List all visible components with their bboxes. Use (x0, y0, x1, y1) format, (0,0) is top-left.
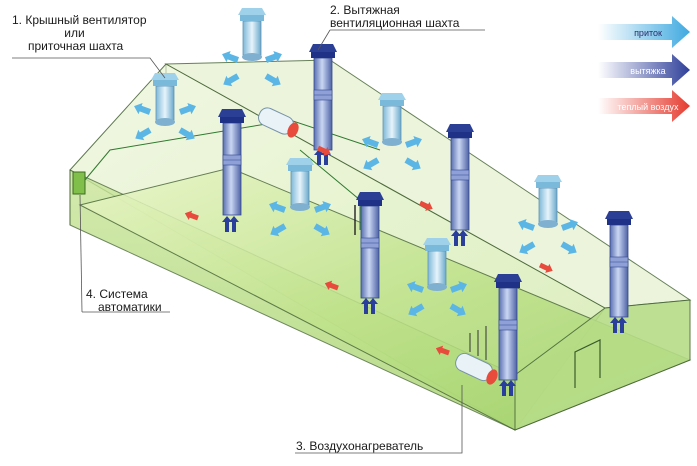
label-exhaust-line1: 2. Вытяжная (330, 3, 400, 17)
label-automation-line2: автоматики (98, 300, 162, 314)
label-heater: 3. Воздухонагреватель (296, 439, 424, 453)
label-roof-fan-line1: 1. Крышный вентилятор (12, 13, 147, 27)
label-roof-fan-line3: приточная шахта (28, 39, 124, 53)
leader-lines (12, 29, 485, 454)
legend-item-warm-air: теплый воздух (598, 90, 690, 122)
label-roof-fan: 1. Крышный вентилятор или приточная шахт… (12, 14, 147, 53)
label-automation: 4. Система автоматики (86, 288, 162, 314)
air-heater-1 (258, 107, 299, 138)
label-automation-line1: 4. Система (86, 287, 148, 301)
label-exhaust-shaft: 2. Вытяжная вентиляционная шахта (330, 4, 459, 30)
label-roof-fan-line2: или (64, 26, 85, 40)
legend-label-supply: приток (634, 28, 662, 38)
label-exhaust-line2: вентиляционная шахта (330, 16, 460, 30)
automation-box (72, 171, 86, 195)
legend-item-exhaust: вытяжка (598, 54, 690, 86)
roof-fan-2 (237, 7, 267, 62)
legend: приток вытяжка теплый воздух (598, 16, 690, 122)
legend-label-exhaust: вытяжка (630, 66, 665, 76)
legend-label-warm-air: теплый воздух (618, 102, 679, 112)
air-heater-2 (455, 326, 498, 385)
legend-item-supply: приток (598, 16, 690, 48)
